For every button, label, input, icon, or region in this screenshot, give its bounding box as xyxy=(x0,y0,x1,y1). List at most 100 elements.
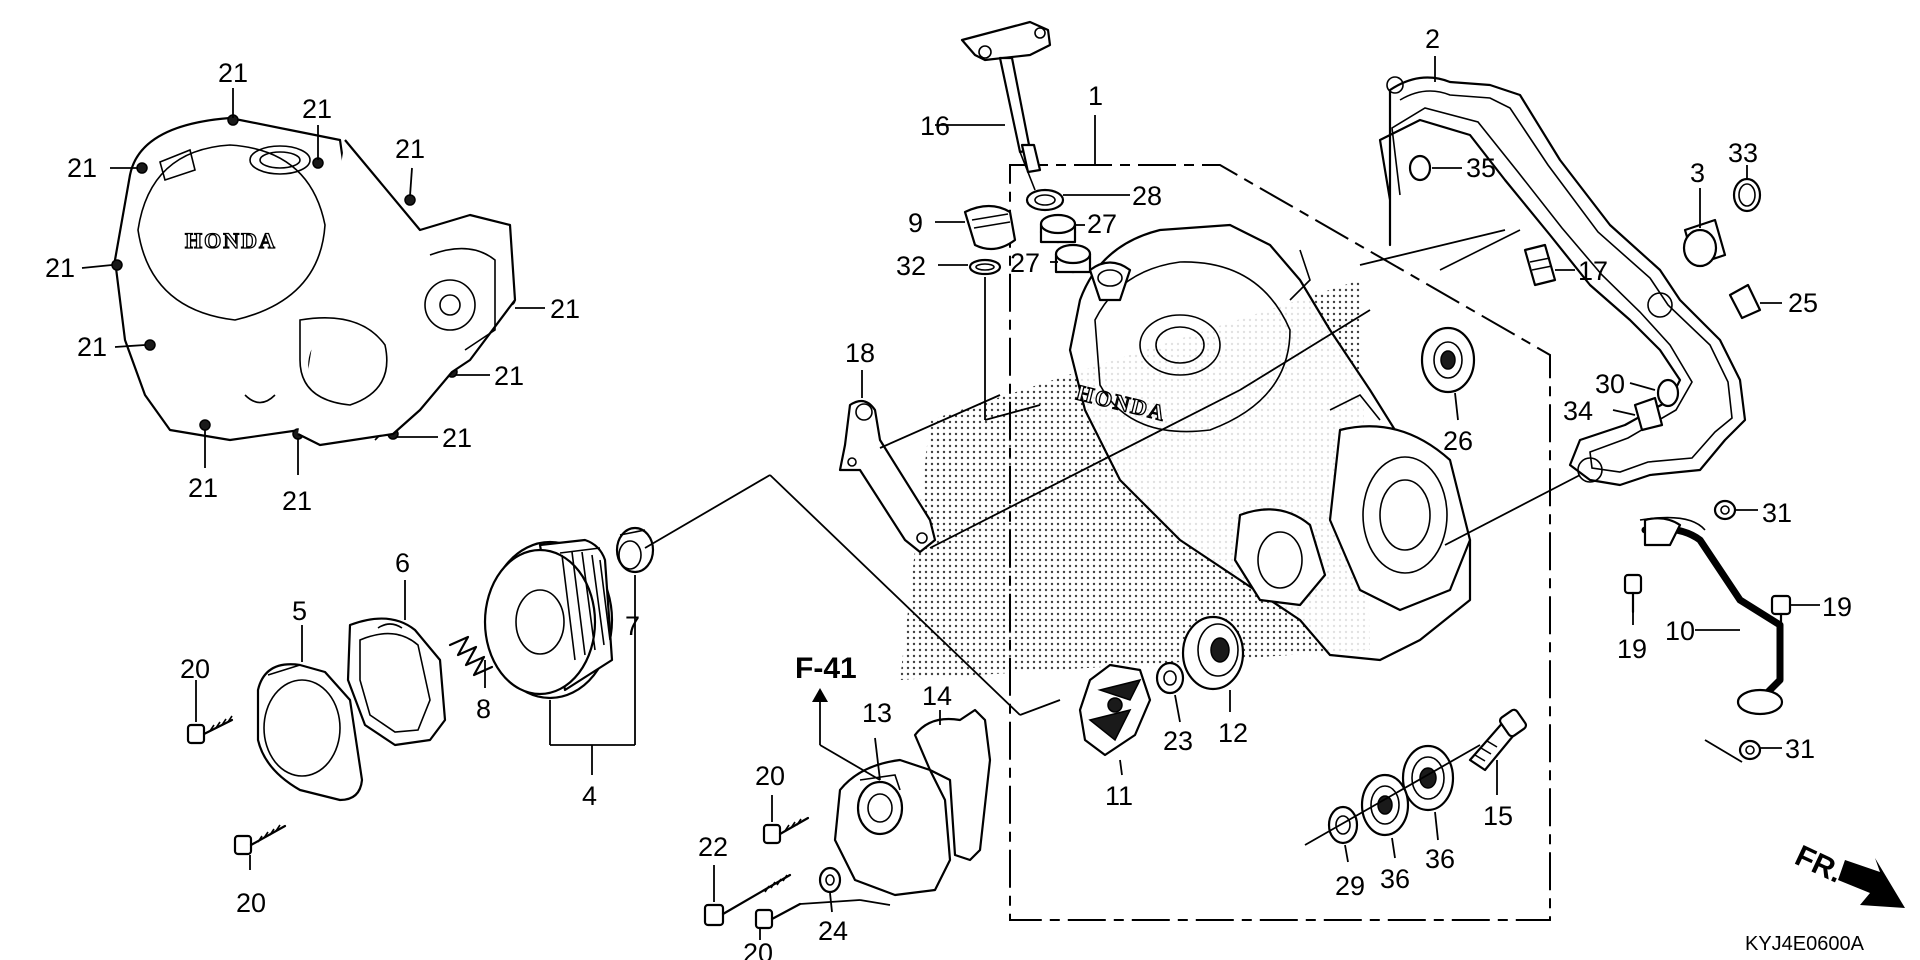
callout-9: 9 xyxy=(908,208,923,238)
callout-13: 13 xyxy=(862,698,892,728)
reference-arrow xyxy=(812,688,881,781)
gasket-6 xyxy=(346,617,447,747)
bolt-20-lower-left xyxy=(233,824,287,856)
spring-8 xyxy=(448,635,494,677)
diagram-code: KYJ4E0600A xyxy=(1745,933,1865,955)
washer-31-upper xyxy=(1713,499,1737,521)
dowel-3 xyxy=(1682,218,1727,268)
oil-filter-4 xyxy=(483,538,614,700)
seal-29 xyxy=(1327,805,1359,845)
callout-20-filter-upper: 20 xyxy=(180,654,210,684)
callout-19-left: 19 xyxy=(1617,634,1647,664)
o-ring-14 xyxy=(913,708,992,862)
callout-20-filter-lower: 20 xyxy=(236,888,266,918)
bolt-20-pump-upper xyxy=(762,816,810,845)
o-ring-30 xyxy=(1656,378,1680,408)
callout-21-bottom-mid: 21 xyxy=(282,486,312,516)
callout-20-pump-lower: 20 xyxy=(743,938,773,960)
water-pump-shaft-15 xyxy=(1468,708,1528,772)
callout-16: 16 xyxy=(920,111,950,141)
callout-4: 4 xyxy=(582,781,597,811)
callout-26: 26 xyxy=(1443,426,1473,456)
callout-27-upper: 27 xyxy=(1087,209,1117,239)
assembly-box xyxy=(1009,164,1551,921)
front-direction-arrow xyxy=(1838,858,1905,908)
explode-lines xyxy=(644,229,1581,716)
callout-21-top-right: 21 xyxy=(302,94,332,124)
callout-5: 5 xyxy=(292,596,307,626)
seal-28 xyxy=(1025,188,1065,212)
clutch-cover-outline-right xyxy=(297,139,517,447)
callout-3: 3 xyxy=(1690,158,1705,188)
impeller-11 xyxy=(1078,663,1152,757)
oil-level-gauge-16 xyxy=(960,20,1052,174)
reference-label: F-41 xyxy=(795,652,857,685)
callout-21-bottom-right: 21 xyxy=(442,423,472,453)
dowel-pin-35 xyxy=(1408,154,1432,182)
callout-35: 35 xyxy=(1466,153,1496,183)
bolt-20-pump-lower xyxy=(754,902,802,930)
callout-10: 10 xyxy=(1665,616,1695,646)
callout-2: 2 xyxy=(1425,24,1440,54)
callout-8: 8 xyxy=(476,694,491,724)
bushing-27-upper xyxy=(1039,213,1077,244)
callout-25: 25 xyxy=(1788,288,1818,318)
water-seal-12 xyxy=(1181,615,1245,691)
callout-7: 7 xyxy=(625,611,640,641)
callout-17: 17 xyxy=(1578,256,1608,286)
bolt-19-left xyxy=(1623,573,1643,614)
callout-30: 30 xyxy=(1595,369,1625,399)
plug-17 xyxy=(1523,243,1557,287)
callout-27-lower: 27 xyxy=(1010,248,1040,278)
callout-21-right-mid: 21 xyxy=(550,294,580,324)
callout-22: 22 xyxy=(698,832,728,862)
bearing-36-left xyxy=(1360,773,1410,837)
callout-31-upper: 31 xyxy=(1762,498,1792,528)
oil-filler-cap-9 xyxy=(963,204,1017,251)
callout-15: 15 xyxy=(1483,801,1513,831)
front-marker-label: FR. xyxy=(1790,839,1848,889)
callout-18: 18 xyxy=(845,338,875,368)
callout-36-left: 36 xyxy=(1380,864,1410,894)
callout-29: 29 xyxy=(1335,871,1365,901)
water-pump-cover-13 xyxy=(833,758,952,897)
callout-23: 23 xyxy=(1163,726,1193,756)
washer-31-lower xyxy=(1738,739,1762,761)
bolt-20-upper-left xyxy=(186,715,234,745)
callout-11: 11 xyxy=(1105,781,1133,811)
callout-14: 14 xyxy=(922,681,952,711)
callout-21-left-low: 21 xyxy=(77,332,107,362)
bearing-36-right xyxy=(1401,744,1455,812)
oil-pipe-10 xyxy=(1639,516,1784,716)
callout-19-right: 19 xyxy=(1822,592,1852,622)
washer-23 xyxy=(1155,661,1185,695)
callout-21-right-low: 21 xyxy=(494,361,524,391)
oil-filter-cover-5 xyxy=(256,663,364,802)
cover-gasket-2 xyxy=(1378,76,1747,487)
callout-24: 24 xyxy=(818,916,848,946)
callout-21-left-top: 21 xyxy=(67,153,97,183)
callout-33: 33 xyxy=(1728,138,1758,168)
callout-32: 32 xyxy=(896,251,926,281)
honda-logo-clutch-cover: HONDA xyxy=(185,228,277,253)
callout-21-right-top: 21 xyxy=(395,134,425,164)
seal-7 xyxy=(615,526,655,574)
dowel-34 xyxy=(1633,396,1664,432)
bracket-18 xyxy=(838,399,937,554)
long-bolt-22 xyxy=(703,873,792,927)
callout-6: 6 xyxy=(395,548,410,578)
callout-36-right: 36 xyxy=(1425,844,1455,874)
callout-21-top: 21 xyxy=(218,58,248,88)
callout-21-bottom-left: 21 xyxy=(188,473,218,503)
callout-20-pump-upper: 20 xyxy=(755,761,785,791)
o-ring-33 xyxy=(1732,177,1762,213)
leaders-21 xyxy=(81,88,545,475)
callout-31-lower: 31 xyxy=(1785,734,1815,764)
callout-21-left-mid: 21 xyxy=(45,253,75,283)
o-ring-32 xyxy=(968,258,1002,276)
callout-1: 1 xyxy=(1088,81,1103,111)
right-crankcase-cover-1: HONDA xyxy=(1068,223,1472,662)
callout-34: 34 xyxy=(1563,396,1593,426)
callout-12: 12 xyxy=(1218,718,1248,748)
